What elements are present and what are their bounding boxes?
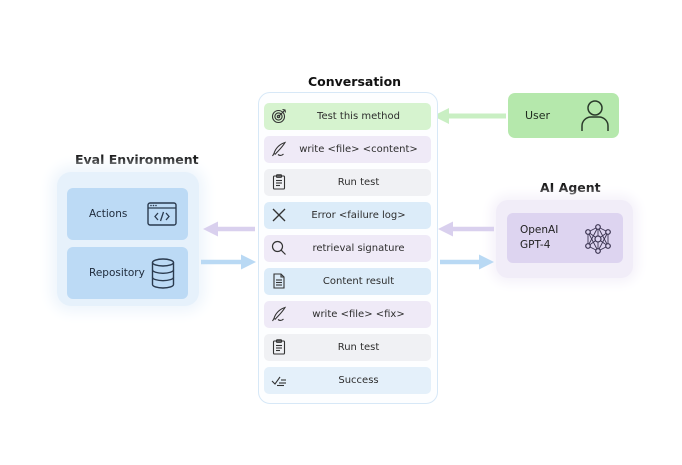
conversation-to-agent-arrow xyxy=(440,254,494,270)
message-success: Success xyxy=(264,367,431,394)
user-to-conversation-arrow xyxy=(433,108,506,124)
clipboard-icon xyxy=(270,173,288,191)
message-retrieval-signature: retrieval signature xyxy=(264,235,431,262)
quill-icon xyxy=(270,305,288,323)
message-write-file-content: write <file> <content> xyxy=(264,136,431,163)
check-icon xyxy=(270,371,288,389)
message-label: write <file> <content> xyxy=(299,144,418,155)
message-test-this-method: Test this method xyxy=(264,103,431,130)
eval-to-conversation-arrow xyxy=(201,254,256,270)
user-label: User xyxy=(525,109,551,122)
message-content-result: Content result xyxy=(264,268,431,295)
repository-box: Repository xyxy=(67,247,188,299)
actions-label: Actions xyxy=(89,208,128,220)
user-icon xyxy=(581,100,609,131)
message-label: Success xyxy=(338,375,379,386)
message-write-file-fix: write <file> <fix> xyxy=(264,301,431,328)
message-label: retrieval signature xyxy=(312,243,405,254)
magnifier-icon xyxy=(270,239,288,257)
cross-icon xyxy=(270,206,288,224)
conversation-to-eval-arrow xyxy=(203,221,255,237)
repository-label: Repository xyxy=(89,267,145,279)
message-label: Test this method xyxy=(317,111,400,122)
message-label: Run test xyxy=(337,177,380,188)
code-window-icon xyxy=(147,202,177,226)
clipboard-icon xyxy=(270,338,288,356)
message-label: Error <failure log> xyxy=(311,210,406,221)
message-label: Run test xyxy=(337,342,380,353)
document-icon xyxy=(270,272,288,290)
agent-name-line1: OpenAI xyxy=(520,224,559,236)
conversation-title: Conversation xyxy=(308,74,402,89)
actions-box: Actions xyxy=(67,188,188,240)
message-error-failure-log: Error <failure log> xyxy=(264,202,431,229)
database-icon xyxy=(151,258,175,289)
eval-environment-title: Eval Environment xyxy=(75,152,199,167)
openai-gpt4-box: OpenAI GPT-4 xyxy=(507,213,623,263)
quill-icon xyxy=(270,140,288,158)
agent-to-conversation-arrow xyxy=(438,221,494,237)
message-run-test-2: Run test xyxy=(264,334,431,361)
target-icon xyxy=(270,107,288,125)
neural-network-icon xyxy=(585,224,611,254)
message-run-test: Run test xyxy=(264,169,431,196)
user-box: User xyxy=(508,93,619,138)
message-label: write <file> <fix> xyxy=(312,309,405,320)
agent-name-line2: GPT-4 xyxy=(520,239,551,251)
message-label: Content result xyxy=(322,276,395,287)
ai-agent-title: AI Agent xyxy=(540,180,601,195)
